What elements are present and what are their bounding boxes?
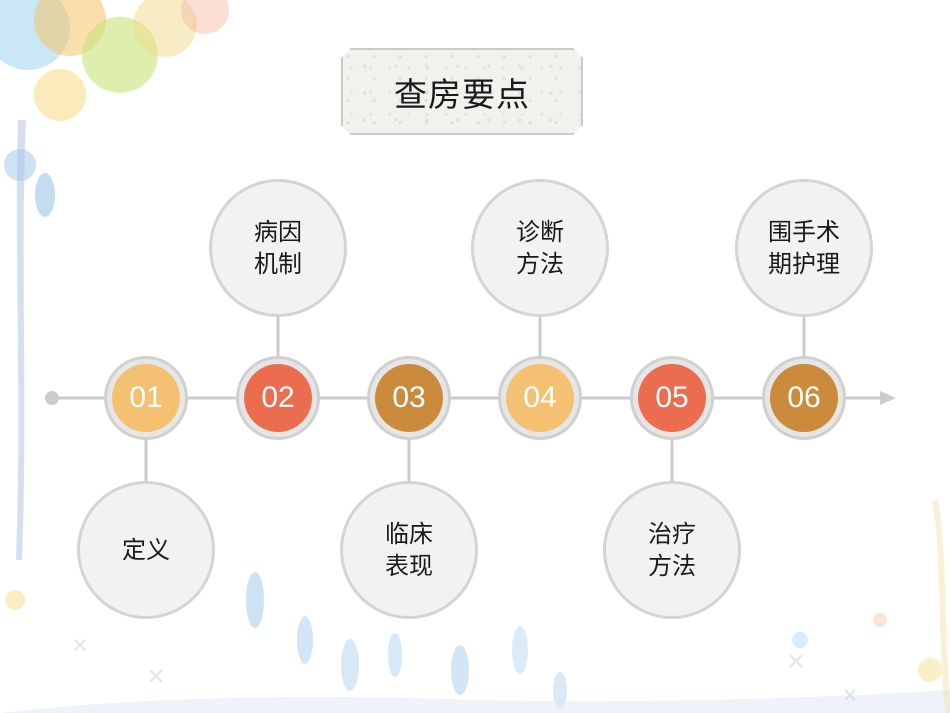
step-label-circle-01: 定义 (77, 481, 215, 619)
step-number: 05 (638, 364, 706, 432)
step-node-04: 04 (498, 356, 582, 440)
step-label: 病因 机制 (254, 218, 302, 278)
step-label: 诊断 方法 (516, 218, 564, 278)
step-label: 定义 (122, 536, 170, 564)
step-number: 03 (375, 364, 443, 432)
step-label-circle-05: 治疗 方法 (603, 481, 741, 619)
timeline-arrowhead (880, 391, 896, 405)
step-label: 治疗 方法 (648, 520, 696, 580)
step-node-02: 02 (236, 356, 320, 440)
step-label: 围手术 期护理 (768, 218, 840, 278)
step-node-05: 05 (630, 356, 714, 440)
step-number: 02 (244, 364, 312, 432)
step-label-circle-04: 诊断 方法 (471, 179, 609, 317)
step-number: 04 (506, 364, 574, 432)
title-box: 查房要点 (341, 48, 583, 135)
step-label-circle-02: 病因 机制 (209, 179, 347, 317)
step-node-03: 03 (367, 356, 451, 440)
step-node-01: 01 (104, 356, 188, 440)
step-label-circle-03: 临床 表现 (340, 481, 478, 619)
step-label: 临床 表现 (385, 520, 433, 580)
step-number: 06 (770, 364, 838, 432)
step-label-circle-06: 围手术 期护理 (735, 179, 873, 317)
page-title: 查房要点 (394, 74, 530, 114)
step-number: 01 (112, 364, 180, 432)
timeline-start-dot (45, 391, 59, 405)
step-node-06: 06 (762, 356, 846, 440)
